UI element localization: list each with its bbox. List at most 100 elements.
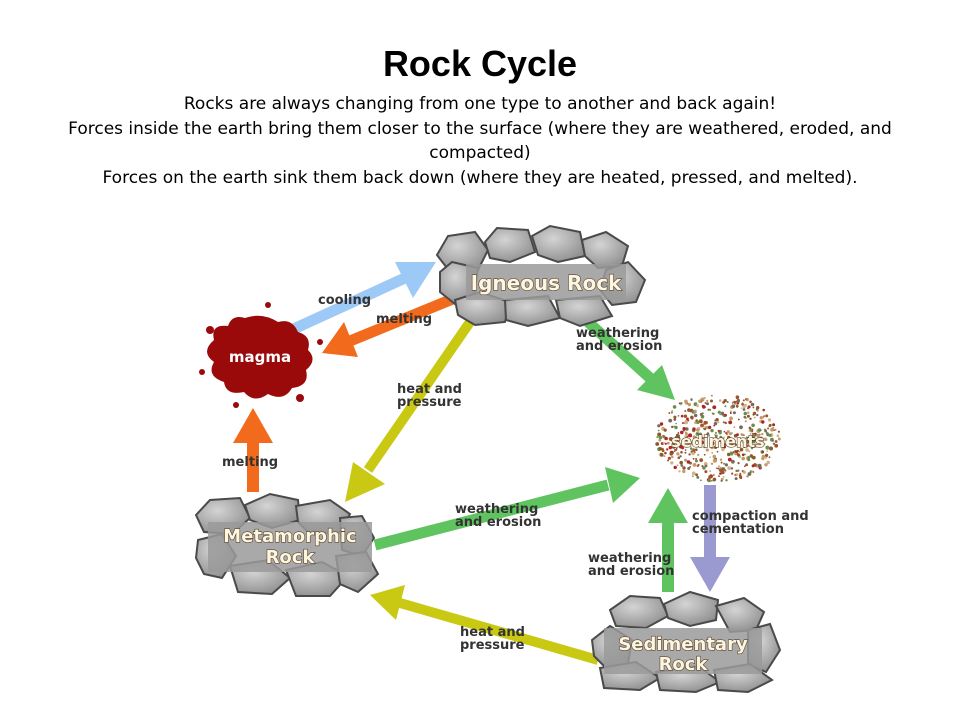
- sediment-speck: [657, 424, 661, 428]
- sediment-speck: [712, 474, 715, 476]
- sediment-speck: [700, 425, 702, 428]
- sediment-speck: [681, 422, 684, 424]
- sediment-speck: [761, 432, 764, 436]
- sediment-speck: [684, 451, 687, 454]
- sediment-speck: [657, 432, 662, 437]
- sediment-speck: [705, 448, 709, 452]
- sediment-speck: [738, 450, 741, 453]
- sediment-speck: [720, 411, 725, 415]
- sediment-speck: [745, 463, 748, 467]
- sediment-speck: [727, 452, 731, 457]
- sediment-speck: [658, 447, 662, 451]
- sediment-speck: [663, 455, 666, 458]
- sediment-speck: [712, 477, 717, 482]
- sediment-speck: [756, 409, 759, 412]
- sediment-speck: [719, 458, 723, 461]
- sediment-speck: [729, 412, 732, 414]
- sediment-speck: [761, 450, 764, 454]
- sediment-speck: [704, 402, 707, 404]
- sediment-speck: [742, 440, 747, 445]
- sediment-speck: [750, 447, 754, 450]
- sediment-speck: [668, 418, 673, 423]
- sediment-speck: [746, 475, 749, 478]
- sediment-speck: [661, 449, 665, 453]
- sediment-speck: [666, 437, 669, 440]
- weathering-label-mid-b: and erosion: [455, 515, 541, 530]
- sediment-speck: [706, 402, 709, 406]
- sediment-speck: [714, 431, 717, 434]
- sediment-speck: [722, 414, 725, 417]
- sediment-speck: [672, 405, 677, 409]
- melting-arrow-left: [233, 408, 273, 492]
- sediment-speck: [768, 456, 771, 459]
- sediment-speck: [734, 477, 738, 481]
- sediment-speck: [762, 408, 765, 412]
- sediment-speck: [777, 437, 781, 441]
- sediment-speck: [673, 415, 677, 419]
- sediment-speck: [724, 463, 729, 467]
- sediment-speck: [673, 465, 677, 470]
- cooling-label: cooling: [318, 293, 371, 308]
- sediment-speck: [699, 458, 704, 462]
- sediment-speck: [709, 408, 712, 411]
- sediment-speck: [713, 421, 718, 426]
- sediment-speck: [726, 430, 730, 434]
- sediment-speck: [686, 435, 689, 438]
- sediment-speck: [716, 450, 719, 453]
- sediment-speck: [728, 432, 732, 436]
- sediment-speck: [733, 450, 735, 453]
- sediment-speck: [680, 414, 684, 418]
- sediment-speck: [739, 475, 743, 479]
- sediment-speck: [663, 428, 667, 432]
- sediment-speck: [765, 432, 769, 435]
- sediment-speck: [666, 448, 669, 451]
- sediment-speck: [747, 456, 751, 459]
- sediment-speck: [715, 418, 719, 422]
- weathering-label-mid-a: weathering: [455, 502, 538, 517]
- sediment-speck: [726, 401, 729, 403]
- sediment-speck: [697, 429, 700, 432]
- heat-pressure-arrow-2: [370, 585, 600, 665]
- sediment-speck: [671, 455, 674, 459]
- sediment-speck: [737, 445, 740, 448]
- sediment-speck: [725, 432, 728, 435]
- sediment-speck: [744, 420, 747, 423]
- sediment-speck: [662, 441, 665, 445]
- cooling-arrow: [284, 262, 436, 338]
- sediment-speck: [679, 460, 683, 465]
- sediment-speck: [768, 423, 772, 427]
- sediment-speck: [756, 433, 760, 438]
- sediment-speck: [695, 458, 697, 460]
- sediment-speck: [702, 442, 705, 444]
- sediment-speck: [680, 451, 683, 454]
- sediment-speck: [765, 453, 769, 457]
- sediment-speck: [687, 402, 691, 407]
- sediment-speck: [745, 417, 747, 419]
- sediment-speck: [717, 410, 721, 414]
- heat-pressure-label-1a: heat and: [397, 382, 462, 397]
- sediment-speck: [691, 451, 695, 456]
- sediment-speck: [679, 444, 683, 449]
- magma-label: magma: [229, 348, 291, 366]
- sediment-speck: [674, 425, 678, 430]
- sediment-speck: [746, 414, 750, 418]
- sediment-speck: [747, 438, 750, 441]
- sediment-speck: [684, 420, 688, 425]
- sediment-speck: [720, 437, 722, 440]
- sediment-speck: [670, 461, 674, 465]
- sediment-speck: [747, 458, 751, 462]
- sediment-speck: [759, 416, 763, 420]
- sediment-speck: [696, 432, 699, 435]
- sediment-speck: [708, 475, 712, 479]
- sediment-speck: [666, 441, 670, 445]
- sediment-speck: [659, 452, 664, 457]
- sediment-speck: [656, 436, 659, 438]
- sediment-speck: [711, 437, 713, 440]
- sediment-speck: [658, 435, 663, 440]
- sediment-speck: [712, 412, 715, 415]
- sediment-speck: [690, 398, 693, 401]
- sediment-speck: [673, 450, 676, 453]
- sediment-speck: [723, 430, 726, 433]
- melting-label-left: melting: [222, 455, 278, 470]
- sediment-speck: [694, 413, 698, 418]
